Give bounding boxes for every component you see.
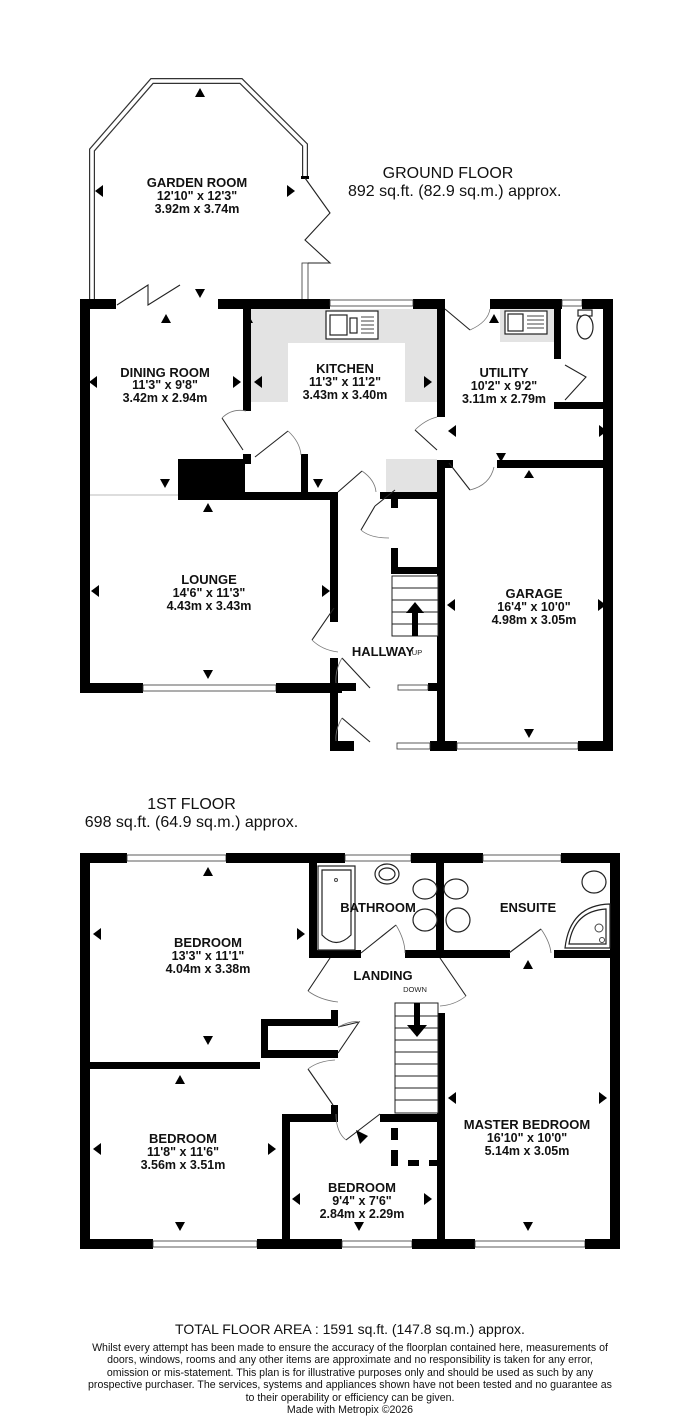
room-name: HALLWAY (352, 644, 415, 659)
room-metric: 4.43m x 3.43m (167, 599, 252, 613)
room-name: BEDROOM (149, 1131, 217, 1146)
room-label-garage: GARAGE 16'4" x 10'0" 4.98m x 3.05m (492, 586, 577, 627)
room-label-bedroom-3: BEDROOM 9'4" x 7'6" 2.84m x 2.29m (320, 1180, 405, 1221)
ground-floor-heading: GROUND FLOOR 892 sq.ft. (82.9 sq.m.) app… (348, 165, 562, 201)
room-metric: 2.84m x 2.29m (320, 1207, 405, 1221)
room-metric: 3.43m x 3.40m (303, 388, 388, 402)
room-label-ensuite: ENSUITE (500, 900, 557, 915)
triangle-arrow-icon (93, 867, 607, 1231)
stairs-up-icon (391, 575, 439, 637)
room-imperial: 12'10" x 12'3" (157, 189, 237, 203)
room-metric: 3.56m x 3.51m (141, 1158, 226, 1172)
room-metric: 3.92m x 3.74m (155, 202, 240, 216)
disclaimer-text: Whilst every attempt has been made to en… (88, 1342, 612, 1404)
credit-text: Made with Metropix ©2026 (286, 1404, 414, 1416)
room-name: KITCHEN (316, 361, 374, 376)
room-label-garden-room: GARDEN ROOM 12'10" x 12'3" 3.92m x 3.74m (147, 175, 247, 216)
ground-floor-walls (80, 299, 613, 751)
total-floor-area: TOTAL FLOOR AREA : 1591 sq.ft. (147.8 sq… (175, 1321, 525, 1337)
room-name: GARDEN ROOM (147, 175, 247, 190)
room-label-bedroom-1: BEDROOM 13'3" x 11'1" 4.04m x 3.38m (166, 935, 251, 976)
room-name: GARAGE (505, 586, 562, 601)
utility-sink-icon (504, 310, 548, 335)
room-metric: 4.98m x 3.05m (492, 613, 577, 627)
basin-icon (374, 863, 400, 885)
room-name: LOUNGE (181, 572, 237, 587)
room-imperial: 16'4" x 10'0" (497, 600, 570, 614)
room-imperial: 9'4" x 7'6" (332, 1194, 392, 1208)
room-metric: 4.04m x 3.38m (166, 962, 251, 976)
ground-floor-plan: GARDEN ROOM 12'10" x 12'3" 3.92m x 3.74m… (80, 78, 613, 751)
room-imperial: 14'6" x 11'3" (173, 586, 246, 600)
room-metric: 3.42m x 2.94m (123, 391, 208, 405)
room-label-lounge: LOUNGE 14'6" x 11'3" 4.43m x 3.43m (167, 572, 252, 613)
room-label-bathroom: BATHROOM (340, 900, 416, 915)
first-floor-heading: 1ST FLOOR 698 sq.ft. (64.9 sq.m.) approx… (84, 796, 299, 832)
room-name: UTILITY (479, 365, 528, 380)
room-imperial: 11'3" x 9'8" (132, 378, 198, 392)
room-label-utility: UTILITY 10'2" x 9'2" 3.11m x 2.79m (462, 365, 546, 406)
room-label-bedroom-2: BEDROOM 11'8" x 11'6" 3.56m x 3.51m (141, 1131, 226, 1172)
room-name: BEDROOM (174, 935, 242, 950)
first-floor-walls (80, 853, 620, 1249)
room-label-master-bedroom: MASTER BEDROOM 16'10" x 10'0" 5.14m x 3.… (464, 1117, 590, 1158)
ground-floor-title: GROUND FLOOR (382, 165, 514, 182)
room-imperial: 16'10" x 10'0" (487, 1131, 567, 1145)
room-label-landing: LANDING DOWN (353, 968, 426, 994)
first-floor-doors (307, 924, 552, 1141)
shower-icon (564, 903, 611, 949)
floor-plan: GARDEN ROOM 12'10" x 12'3" 3.92m x 3.74m… (80, 78, 620, 1249)
room-name: BATHROOM (340, 900, 416, 915)
room-label-hallway: HALLWAY UP (352, 644, 422, 659)
room-imperial: 11'3" x 11'2" (309, 375, 381, 389)
stairs-down-label: DOWN (403, 985, 427, 994)
stairs-down-icon (394, 1002, 439, 1114)
stairs-up-label: UP (412, 648, 422, 657)
disclaimer: Whilst every attempt has been made to en… (85, 1342, 615, 1416)
room-imperial: 13'3" x 11'1" (172, 949, 245, 963)
first-floor-title: 1ST FLOOR (147, 796, 236, 813)
room-name: ENSUITE (500, 900, 557, 915)
room-name: DINING ROOM (120, 365, 210, 380)
first-floor-area: 698 sq.ft. (64.9 sq.m.) approx. (84, 814, 299, 831)
room-name: LANDING (353, 968, 412, 983)
room-label-dining-room: DINING ROOM 11'3" x 9'8" 3.42m x 2.94m (120, 365, 210, 405)
room-name: MASTER BEDROOM (464, 1117, 590, 1132)
room-label-kitchen: KITCHEN 11'3" x 11'2" 3.43m x 3.40m (303, 361, 388, 402)
kitchen-sink-icon (325, 310, 379, 340)
room-imperial: 10'2" x 9'2" (471, 379, 538, 393)
triangle-arrow-icon (89, 88, 607, 738)
toilet-icon (576, 309, 594, 340)
first-floor-plan: BEDROOM 13'3" x 11'1" 4.04m x 3.38m BATH… (80, 853, 620, 1249)
ground-doors (116, 283, 587, 743)
bath-icon (317, 865, 356, 951)
room-name: BEDROOM (328, 1180, 396, 1195)
toilet-icon (412, 870, 607, 933)
room-metric: 5.14m x 3.05m (485, 1144, 570, 1158)
room-imperial: 11'8" x 11'6" (147, 1145, 219, 1159)
ground-floor-area: 892 sq.ft. (82.9 sq.m.) approx. (348, 183, 562, 200)
room-metric: 3.11m x 2.79m (462, 392, 546, 406)
